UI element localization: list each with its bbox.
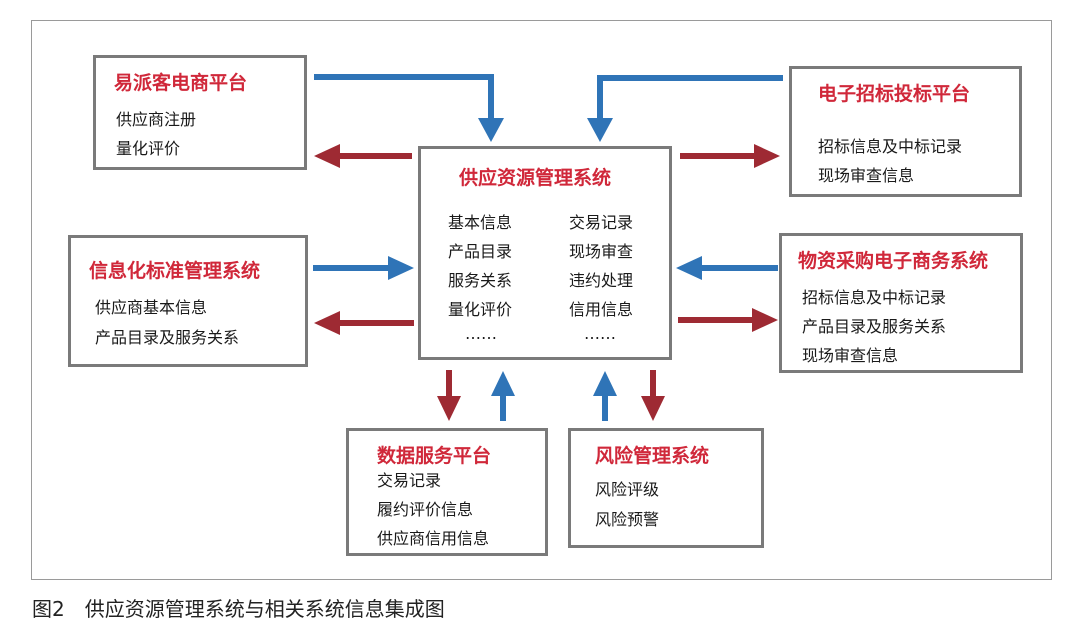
risk-item-1: 风险评级 <box>595 480 660 499</box>
standard-system-box: 信息化标准管理系统 供应商基本信息 产品目录及服务关系 <box>68 235 308 367</box>
center-right-item-4: 信用信息 <box>569 300 634 319</box>
figure-frame <box>31 20 1052 580</box>
procurement-title: 物资采购电子商务系统 <box>798 250 989 272</box>
arrowhead-center-to-procurement <box>752 308 778 332</box>
bidding-platform-box: 电子招标投标平台 招标信息及中标记录 现场审查信息 <box>789 66 1022 197</box>
arrowhead-center-to-bidding <box>754 144 780 168</box>
yipaike-item-2: 量化评价 <box>116 139 181 158</box>
bidding-item-1: 招标信息及中标记录 <box>818 137 963 156</box>
yipaike-item-1: 供应商注册 <box>116 110 197 129</box>
center-left-item-3: 服务关系 <box>448 271 513 290</box>
risk-title: 风险管理系统 <box>595 445 710 467</box>
arrowhead-center-to-yipaike <box>314 144 340 168</box>
supply-resource-system-box: 供应资源管理系统 基本信息 产品目录 服务关系 量化评价 …… 交易记录 现场审… <box>418 146 672 360</box>
dataservice-item-1: 交易记录 <box>377 471 442 490</box>
yipaike-title: 易派客电商平台 <box>114 72 248 94</box>
bidding-title: 电子招标投标平台 <box>818 83 971 105</box>
center-left-item-4: 量化评价 <box>448 300 513 319</box>
center-right-item-5: …… <box>584 324 616 343</box>
yipaike-platform-box: 易派客电商平台 供应商注册 量化评价 <box>93 55 307 170</box>
arrowhead-center-to-dataservice <box>437 396 461 421</box>
dataservice-item-2: 履约评价信息 <box>377 500 474 519</box>
arrowhead-procurement-to-center <box>676 256 702 280</box>
arrow-yipaike-to-center <box>314 74 494 120</box>
center-title: 供应资源管理系统 <box>459 167 612 189</box>
figure-caption: 图2 供应资源管理系统与相关系统信息集成图 <box>32 597 445 621</box>
center-left-item-2: 产品目录 <box>448 242 513 261</box>
arrowhead-risk-to-center <box>593 371 617 396</box>
procurement-system-box: 物资采购电子商务系统 招标信息及中标记录 产品目录及服务关系 现场审查信息 <box>779 233 1023 373</box>
bidding-item-2: 现场审查信息 <box>818 166 915 185</box>
arrowhead-yipaike-to-center <box>478 118 504 142</box>
procurement-item-3: 现场审查信息 <box>802 346 899 365</box>
dataservice-title: 数据服务平台 <box>377 445 492 467</box>
procurement-item-2: 产品目录及服务关系 <box>802 317 947 336</box>
risk-system-box: 风险管理系统 风险评级 风险预警 <box>568 428 764 548</box>
standard-item-1: 供应商基本信息 <box>95 298 208 317</box>
risk-item-2: 风险预警 <box>595 510 660 529</box>
center-left-item-5: …… <box>465 324 497 343</box>
dataservice-item-3: 供应商信用信息 <box>377 529 490 548</box>
arrowhead-center-to-standard <box>314 311 340 335</box>
data-service-platform-box: 数据服务平台 交易记录 履约评价信息 供应商信用信息 <box>346 428 548 556</box>
arrowhead-center-to-risk <box>641 396 665 421</box>
standard-title: 信息化标准管理系统 <box>89 260 261 282</box>
arrow-bidding-to-center <box>597 75 783 120</box>
arrowhead-standard-to-center <box>388 256 414 280</box>
center-right-item-1: 交易记录 <box>569 213 634 232</box>
center-right-item-2: 现场审查 <box>569 242 634 261</box>
procurement-item-1: 招标信息及中标记录 <box>802 288 947 307</box>
standard-item-2: 产品目录及服务关系 <box>95 328 240 347</box>
arrowhead-dataservice-to-center <box>491 371 515 396</box>
center-right-item-3: 违约处理 <box>569 271 634 290</box>
center-left-item-1: 基本信息 <box>448 213 513 232</box>
arrowhead-bidding-to-center <box>587 118 613 142</box>
